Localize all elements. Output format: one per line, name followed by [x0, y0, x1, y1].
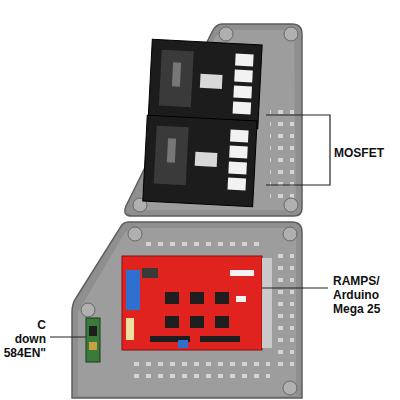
vent-holes: [130, 356, 270, 386]
screw-boss: [284, 198, 298, 212]
top-panel: [125, 24, 302, 216]
callout-label: C down 584EN": [4, 318, 46, 360]
panel-outline: [125, 24, 302, 216]
buck-converter: [86, 318, 100, 362]
screw-boss: [219, 27, 233, 41]
screw-boss: [283, 227, 297, 241]
leader-lines: [50, 115, 330, 337]
panel-face: [134, 30, 296, 210]
panel-face: [78, 228, 296, 396]
screw-boss: [284, 27, 298, 41]
ramps-board: [122, 256, 272, 350]
vent-holes: [140, 236, 260, 250]
vent-holes: [270, 110, 294, 206]
mosfet-board: [148, 39, 262, 129]
mosfet-board: [143, 115, 257, 207]
screw-boss: [81, 303, 95, 317]
leader-line: [262, 287, 328, 288]
screw-boss: [128, 227, 142, 241]
panel-outline: [72, 222, 302, 398]
callout-label: MOSFET: [334, 146, 384, 160]
bottom-panel: [72, 222, 302, 398]
callout-label: RAMPS/ Arduino Mega 25: [333, 274, 397, 316]
vent-holes: [276, 250, 294, 370]
leader-line: [50, 336, 86, 337]
screw-boss: [283, 381, 297, 395]
bracket: [266, 115, 330, 185]
